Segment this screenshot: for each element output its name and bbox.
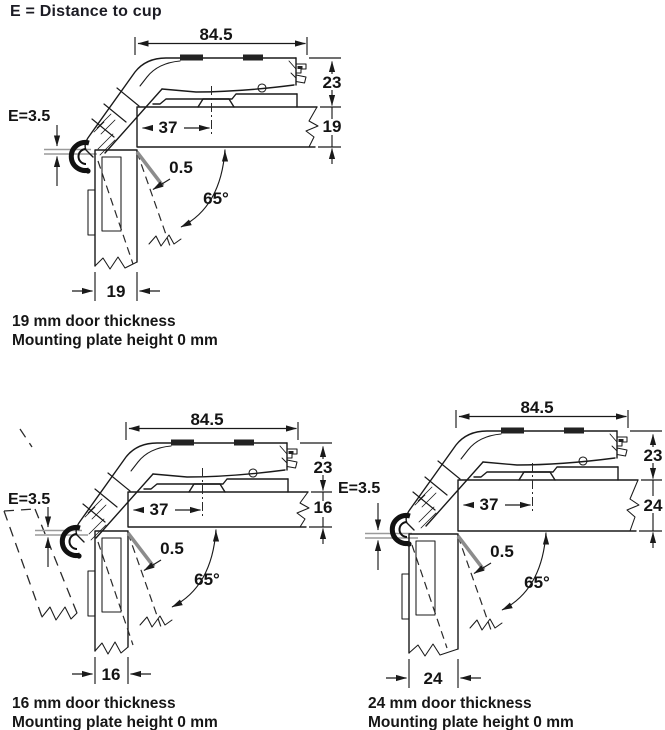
- panel-thickness-dim: [318, 107, 341, 164]
- arm-height-label: 23: [644, 446, 663, 465]
- hinge-drawing-19mm: 84.5 23 19 37 E=3.5 0.5 65° 19: [8, 25, 346, 301]
- caption-line-1: 19 mm door thickness: [12, 313, 176, 330]
- caption-line-1: 16 mm door thickness: [12, 695, 176, 712]
- arm-length-label: 84.5: [199, 25, 232, 44]
- cabinet-panel: [127, 491, 310, 528]
- gap-label: 0.5: [169, 158, 193, 177]
- cup-distance-label: 37: [480, 495, 499, 514]
- cup-distance-label: 37: [150, 500, 169, 519]
- opening-angle-label: 65°: [203, 189, 229, 208]
- hinge-arm-art: [71, 37, 341, 174]
- cup-distance-dim: [133, 468, 203, 517]
- gap-label: 0.5: [160, 539, 184, 558]
- open-door-ghost: [3, 428, 78, 621]
- hinge-arm-art: [392, 410, 662, 547]
- door-panel: [87, 529, 220, 655]
- gap-label: 0.5: [490, 542, 514, 561]
- door-thickness-dim: [72, 657, 151, 684]
- caption-line-1: 24 mm door thickness: [368, 695, 532, 712]
- door-thickness-dim: [386, 659, 481, 688]
- cup-distance-dim: [463, 463, 533, 512]
- arm-height-label: 23: [323, 73, 342, 92]
- arm-length-label: 84.5: [520, 398, 553, 417]
- opening-angle-label: 65°: [194, 570, 220, 589]
- distance-to-cup-label: E=3.5: [338, 480, 380, 497]
- caption-line-2: Mounting plate height 0 mm: [12, 714, 218, 730]
- door-panel: [401, 532, 550, 657]
- door-thickness-label: 16: [102, 665, 121, 684]
- cabinet-panel: [136, 106, 319, 148]
- arm-length-label: 84.5: [190, 410, 223, 429]
- cabinet-panel: [457, 479, 640, 532]
- caption-line-2: Mounting plate height 0 mm: [12, 332, 218, 349]
- caption-line-2: Mounting plate height 0 mm: [368, 714, 574, 730]
- panel-thickness-dim: [639, 480, 662, 548]
- diagram-caption-24mm: 24 mm door thickness Mounting plate heig…: [368, 694, 574, 730]
- arm-height-label: 23: [314, 458, 333, 477]
- page-title: E = Distance to cup: [10, 3, 162, 20]
- panel-thickness-label: 16: [314, 498, 333, 517]
- opening-angle-label: 65°: [524, 573, 550, 592]
- diagram-caption-16mm: 16 mm door thickness Mounting plate heig…: [12, 694, 218, 730]
- distance-to-cup-label: E=3.5: [8, 491, 50, 508]
- distance-to-cup-label: E=3.5: [8, 108, 50, 125]
- door-thickness-dim: [72, 272, 160, 301]
- door-panel: [87, 149, 229, 270]
- panel-thickness-dim: [309, 492, 332, 544]
- cup-distance-label: 37: [159, 118, 178, 137]
- hinge-drawing-16mm: 84.5 23 16 37 E=3.5 0.5 65° 16: [3, 410, 343, 684]
- diagram-caption-19mm: 19 mm door thickness Mounting plate heig…: [12, 312, 218, 350]
- panel-thickness-label: 24: [644, 496, 663, 515]
- distance-to-cup-dim: [365, 503, 418, 570]
- panel-thickness-label: 19: [323, 117, 342, 136]
- door-thickness-label: 19: [107, 282, 126, 301]
- door-thickness-label: 24: [424, 669, 443, 688]
- cup-distance-dim: [142, 86, 212, 135]
- hinge-drawing-24mm: 84.5 23 24 37 E=3.5 0.5 65° 24: [338, 398, 665, 688]
